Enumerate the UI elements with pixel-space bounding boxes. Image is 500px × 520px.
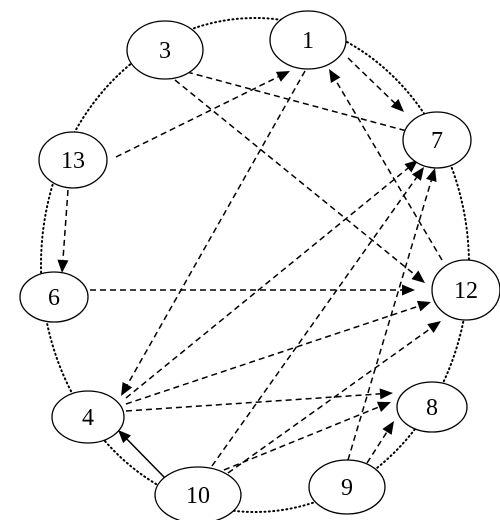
arrowhead <box>118 430 132 444</box>
node-9: 9 <box>308 459 386 515</box>
node-ellipse <box>308 459 386 515</box>
edge-line <box>125 393 382 412</box>
edge-9-7 <box>347 168 437 461</box>
arrowhead <box>376 401 391 412</box>
node-ellipse <box>396 381 468 433</box>
edge-line <box>223 405 381 471</box>
edges-layer <box>57 57 443 479</box>
arrowhead <box>411 270 425 283</box>
edge-line <box>174 79 417 277</box>
node-ellipse <box>269 10 347 70</box>
edge-line <box>62 189 69 262</box>
node-13: 13 <box>38 131 108 189</box>
edge-1-4 <box>121 70 306 396</box>
arrowhead <box>382 421 394 435</box>
node-6: 6 <box>19 271 89 323</box>
edge-line <box>334 78 443 261</box>
node-label: 10 <box>186 483 210 509</box>
edge-line <box>211 176 418 467</box>
edge-10-12 <box>227 321 441 474</box>
arrowhead <box>427 321 441 334</box>
node-3: 3 <box>126 20 204 80</box>
edge-line <box>125 167 410 399</box>
node-ellipse <box>154 466 242 520</box>
arrowhead <box>121 381 133 396</box>
edge-13-6 <box>57 189 69 273</box>
edge-line <box>366 430 389 464</box>
node-label: 3 <box>159 38 171 64</box>
node-12: 12 <box>431 259 500 321</box>
arrowhead <box>275 71 290 82</box>
edge-line <box>125 438 166 479</box>
arrowhead <box>390 99 404 112</box>
edge-line <box>115 75 280 158</box>
edge-10-8 <box>223 401 391 471</box>
edge-4-8 <box>125 388 393 412</box>
arrowhead <box>426 168 437 183</box>
node-label: 6 <box>48 285 60 311</box>
arrowhead <box>404 160 418 173</box>
node-label: 13 <box>61 148 85 174</box>
node-ellipse <box>402 111 472 169</box>
edge-line <box>347 57 396 105</box>
node-label: 9 <box>341 475 353 501</box>
edge-6-12 <box>90 284 415 296</box>
edge-4-7 <box>125 160 418 399</box>
arrowhead <box>57 259 69 273</box>
node-4: 4 <box>51 390 125 444</box>
node-ellipse <box>19 271 89 323</box>
edge-13-1 <box>115 71 290 158</box>
node-label: 8 <box>426 395 438 421</box>
node-10: 10 <box>154 466 242 520</box>
edge-line <box>347 179 433 461</box>
node-ellipse <box>126 20 204 80</box>
edge-10-7 <box>211 167 424 467</box>
node-ellipse <box>38 131 108 189</box>
node-8: 8 <box>396 381 468 433</box>
node-7: 7 <box>402 111 472 169</box>
edge-line <box>186 71 407 132</box>
node-label: 7 <box>431 128 443 154</box>
edge-line <box>227 327 432 474</box>
edge-12-1 <box>329 69 443 261</box>
arrowhead <box>329 69 341 83</box>
arrowhead <box>416 300 431 312</box>
edge-3-7 <box>186 71 418 136</box>
arrowhead <box>411 167 424 181</box>
edge-10-4 <box>118 430 166 479</box>
node-label: 12 <box>454 278 478 304</box>
node-1: 1 <box>269 10 347 70</box>
arrowhead <box>379 388 393 400</box>
arrowhead <box>402 284 415 296</box>
edge-4-12 <box>125 300 431 405</box>
node-ellipse <box>51 390 125 444</box>
node-ellipse <box>431 259 500 321</box>
edge-3-12 <box>174 79 425 283</box>
edge-line <box>126 70 306 386</box>
edge-line <box>125 305 420 405</box>
node-label: 1 <box>302 28 314 54</box>
node-label: 4 <box>82 405 94 431</box>
edge-9-8 <box>366 421 394 464</box>
edge-1-7 <box>347 57 404 112</box>
